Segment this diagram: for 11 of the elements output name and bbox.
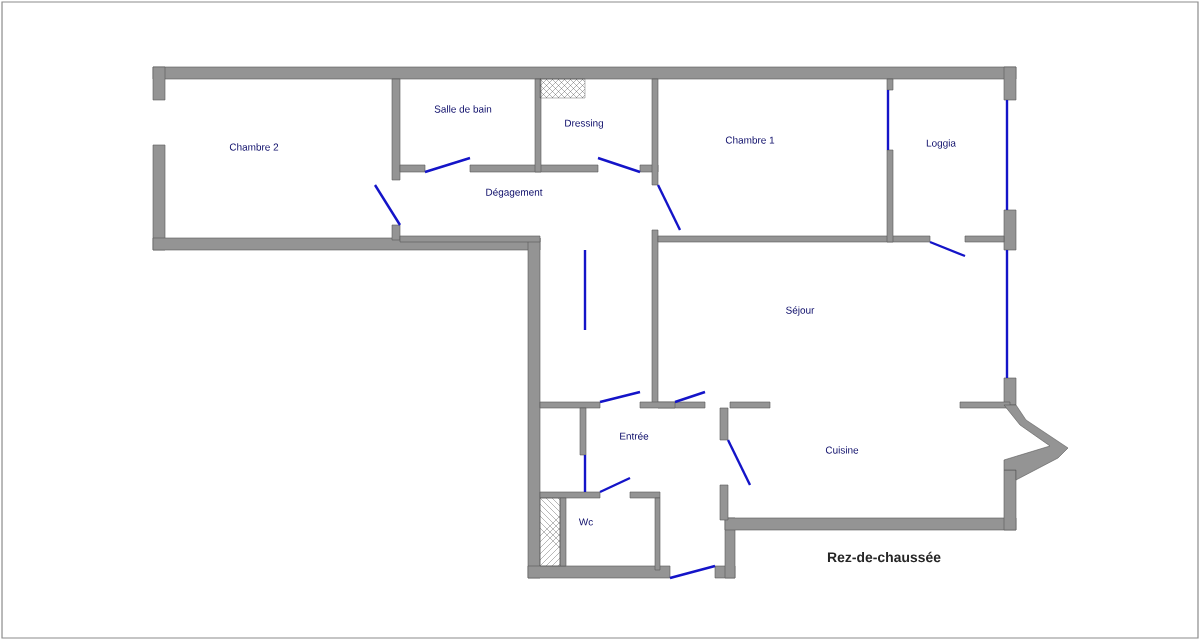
room-label: Entrée xyxy=(620,432,649,440)
room-label: Chambre 1 xyxy=(725,136,775,144)
room-label: Wc xyxy=(578,518,593,526)
room-label: Loggia xyxy=(926,139,956,149)
room-label: Dégagement xyxy=(486,188,543,198)
room-label: Séjour xyxy=(786,306,815,316)
room-label: Chambre 2 xyxy=(229,143,279,151)
room-label: Dressing xyxy=(565,119,603,129)
room-label: Cuisine xyxy=(825,446,859,454)
floor-label: Rez-de-chaussée xyxy=(827,551,941,563)
room-label: Salle de bain xyxy=(434,105,492,113)
